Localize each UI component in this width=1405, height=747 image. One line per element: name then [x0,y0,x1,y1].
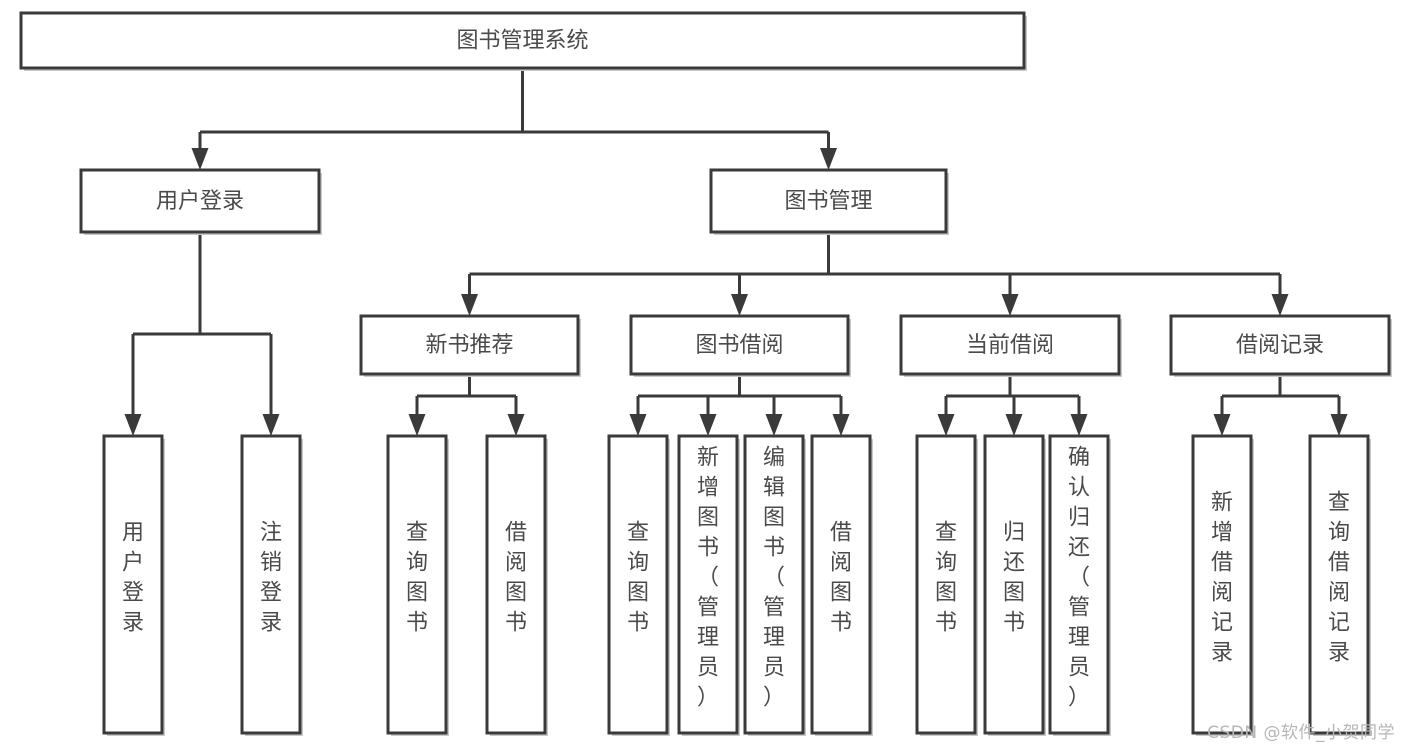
node-box[interactable] [677,434,739,735]
node-box[interactable] [629,314,850,376]
node-box[interactable] [485,434,547,735]
node-leaf-edit-book[interactable]: 编辑图书（管理员） [743,434,806,736]
node-label: 编辑图书（管理员） [763,446,785,711]
node-label: 新增借阅记录 [1211,491,1233,666]
node-leaf-query-book-rec[interactable]: 查询图书 [386,434,449,736]
node-root[interactable]: 图书管理系统 [19,11,1027,71]
node-user-login[interactable]: 用户登录 [79,168,322,235]
node-label: 新书推荐 [425,333,513,358]
node-label: 图书借阅 [695,333,783,358]
node-book-manage[interactable]: 图书管理 [709,168,949,235]
node-box[interactable] [1191,434,1253,735]
node-box[interactable] [743,434,805,735]
node-label: 查询图书 [406,521,428,636]
node-label: 图书管理 [784,189,872,214]
node-leaf-user-logout[interactable]: 注销登录 [240,434,303,736]
node-leaf-confirm-return[interactable]: 确认归还（管理员） [1048,434,1111,736]
node-label: 用户登录 [122,521,144,636]
node-box[interactable] [386,434,448,735]
node-box[interactable] [983,434,1045,735]
node-label: 查询图书 [935,521,957,636]
node-label: 用户登录 [156,189,244,214]
connector-layer [124,68,1348,436]
node-box[interactable] [899,314,1121,376]
node-current-borrow[interactable]: 当前借阅 [899,314,1122,377]
node-label: 借阅图书 [830,521,852,636]
node-box[interactable] [102,434,164,735]
node-new-book-rec[interactable]: 新书推荐 [359,314,581,377]
node-box[interactable] [915,434,977,735]
node-box[interactable] [359,314,580,376]
node-label: 注销登录 [260,521,282,636]
node-label: 借阅记录 [1236,333,1324,358]
node-box[interactable] [607,434,669,735]
node-leaf-borrow-book[interactable]: 借阅图书 [810,434,873,736]
node-box[interactable] [1308,434,1370,735]
node-leaf-add-record[interactable]: 新增借阅记录 [1191,434,1254,736]
node-box[interactable] [240,434,302,735]
node-leaf-user-login[interactable]: 用户登录 [102,434,165,736]
node-box[interactable] [810,434,872,735]
node-leaf-add-book[interactable]: 新增图书（管理员） [677,434,740,736]
node-leaf-query-record[interactable]: 查询借阅记录 [1308,434,1371,736]
node-box[interactable] [19,11,1026,70]
node-label: 借阅图书 [505,521,527,636]
node-label: 新增图书（管理员） [697,446,719,711]
node-label: 查询借阅记录 [1328,491,1350,666]
node-label: 确认归还（管理员） [1068,446,1090,711]
node-box[interactable] [1048,434,1110,735]
node-book-borrow[interactable]: 图书借阅 [629,314,851,377]
node-label: 当前借阅 [966,333,1054,358]
node-layer: 图书管理系统用户登录图书管理新书推荐图书借阅当前借阅借阅记录用户登录注销登录查询… [19,11,1392,736]
node-label: 查询图书 [627,521,649,636]
node-box[interactable] [79,168,321,234]
node-box[interactable] [1169,314,1391,376]
node-label: 归还图书 [1003,521,1025,636]
node-label: 图书管理系统 [456,29,588,54]
node-leaf-borrow-book-rec[interactable]: 借阅图书 [485,434,548,736]
node-leaf-query-book-cur[interactable]: 查询图书 [915,434,978,736]
node-leaf-return-book[interactable]: 归还图书 [983,434,1046,736]
node-borrow-record[interactable]: 借阅记录 [1169,314,1392,377]
node-box[interactable] [709,168,948,234]
node-leaf-query-book[interactable]: 查询图书 [607,434,670,736]
